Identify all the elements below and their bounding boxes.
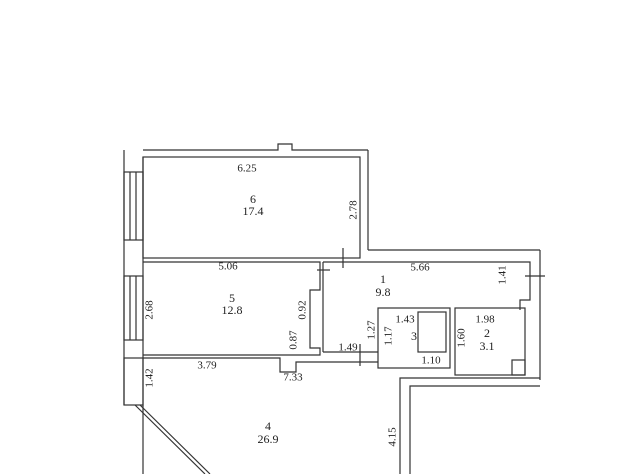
dim-r3-depth: 1.17 (383, 326, 395, 346)
room-4 (143, 357, 378, 373)
dim-r4-width: 7.33 (283, 372, 303, 384)
dim-r3-width: 1.43 (395, 314, 415, 326)
dim-r2-width: 1.98 (475, 314, 495, 326)
room-2-number: 2 (484, 326, 490, 340)
room-5-number: 5 (229, 291, 235, 305)
room-3-number: 3 (411, 329, 417, 343)
dim-r1-side: 1.41 (497, 265, 509, 284)
dim-r3-bottom: 1.10 (421, 355, 441, 367)
dim-r5-niche2: 0.87 (288, 330, 300, 350)
room-4-number: 4 (265, 419, 271, 433)
bay-window (134, 404, 211, 474)
dim-r1-width: 5.66 (410, 262, 430, 274)
room-5-area: 12.8 (222, 303, 243, 317)
walls (123, 143, 545, 474)
room-4-area: 26.9 (258, 432, 279, 446)
window-room6 (123, 171, 144, 241)
dim-r2-depth: 1.60 (456, 328, 468, 348)
room-1 (323, 261, 531, 310)
room-6-number: 6 (250, 192, 256, 206)
room-6-area: 17.4 (243, 204, 264, 218)
dim-r6-depth: 2.78 (348, 200, 360, 220)
dim-r4-depth: 4.15 (387, 427, 399, 447)
dim-r1-step: 1.49 (338, 342, 358, 354)
room-3 (377, 307, 451, 369)
dim-r1-door: 1.27 (366, 320, 378, 340)
window-room5 (123, 275, 144, 341)
room-1-area: 9.8 (376, 285, 391, 299)
room-2-area: 3.1 (480, 339, 495, 353)
room-1-number: 1 (380, 272, 386, 286)
dim-r5-width: 5.06 (218, 261, 238, 273)
dim-r4-top: 3.79 (197, 360, 217, 372)
dim-r5-depth: 2.68 (144, 300, 156, 320)
dim-r6-width: 6.25 (237, 163, 257, 175)
room-2 (454, 307, 526, 376)
labels: 6.25 6 17.4 2.78 5.06 5 12.8 2.68 0.92 0… (144, 163, 509, 447)
dim-r4-side: 1.42 (144, 368, 156, 387)
dim-r5-niche: 0.92 (297, 300, 309, 319)
room-5 (143, 261, 321, 356)
room-6 (142, 156, 361, 259)
